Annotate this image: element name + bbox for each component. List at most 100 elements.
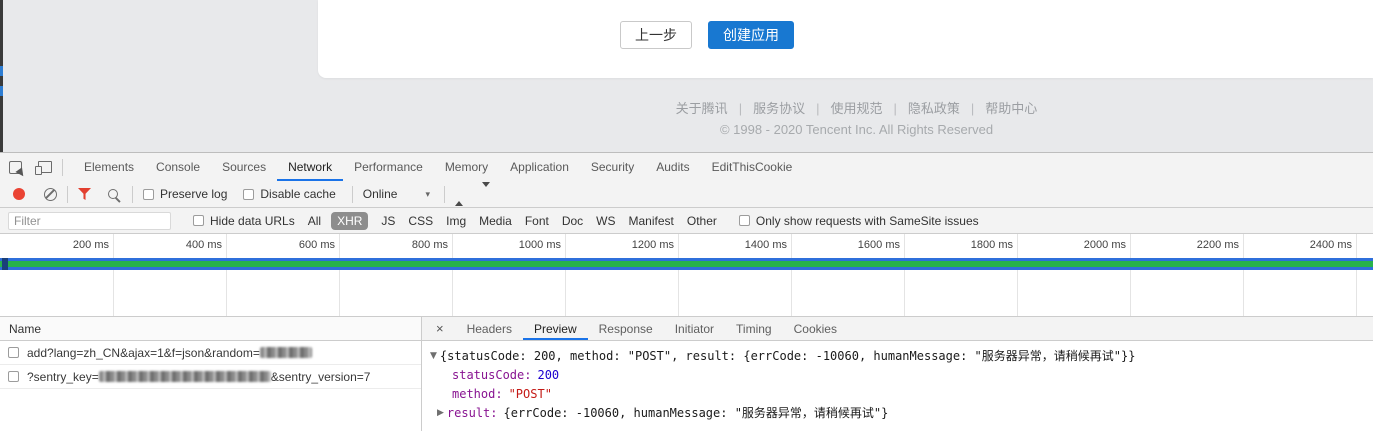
footer-links: 关于腾讯 | 服务协议 | 使用规范 | 隐私政策 | 帮助中心 (340, 98, 1373, 117)
footer-separator: | (816, 101, 820, 116)
preserve-log-checkbox[interactable] (143, 188, 154, 200)
json-field-statuscode: statusCode: 200 (422, 365, 1373, 384)
tab-network[interactable]: Network (277, 153, 343, 181)
divider (132, 185, 133, 203)
preserve-log-option[interactable]: Preserve log (143, 187, 227, 201)
divider (351, 185, 353, 203)
tab-cookies[interactable]: Cookies (793, 321, 837, 336)
search-icon[interactable] (108, 189, 118, 199)
timeline-gridline (1017, 234, 1018, 316)
request-row-add[interactable]: add?lang=zh_CN&ajax=1&f=json&random= (0, 341, 421, 365)
import-har-icon[interactable] (454, 187, 466, 206)
json-field-result: ▶ result: {errCode: -10060, humanMessage… (422, 403, 1373, 422)
tab-security[interactable]: Security (590, 160, 635, 174)
throttling-select[interactable]: Online ▾ (363, 187, 430, 201)
tab-performance[interactable]: Performance (354, 160, 423, 174)
timeline-tick: 1800 ms (970, 239, 1013, 251)
site-footer: 关于腾讯|服务协议|使用规范|隐私政策|帮助中心 © 1998 - 2020 T… (340, 98, 1373, 137)
tab-response[interactable]: Response (598, 321, 653, 336)
page-top-area: 上一步 创建应用 关于腾讯|服务协议|使用规范|隐私政策|帮助中心 © 1998… (0, 0, 1373, 152)
filter-type-js[interactable]: JS (381, 213, 396, 228)
filter-icon[interactable] (78, 188, 91, 200)
wizard-buttons: 上一步 创建应用 (620, 21, 794, 49)
samesite-checkbox[interactable] (738, 215, 750, 226)
triangle-down-icon[interactable]: ▼ (430, 350, 437, 361)
json-string-value: "POST" (508, 386, 552, 401)
divider (62, 158, 63, 176)
disable-cache-option[interactable]: Disable cache (243, 187, 336, 201)
timeline-tick: 2200 ms (1196, 239, 1239, 251)
timeline-tick: 2400 ms (1309, 239, 1352, 251)
filter-type-css[interactable]: CSS (408, 213, 434, 228)
filter-type-img[interactable]: Img (446, 213, 467, 228)
filter-input[interactable] (8, 211, 171, 230)
json-key: result: (446, 405, 498, 420)
content-card (318, 0, 1373, 78)
disable-cache-checkbox[interactable] (243, 188, 255, 200)
request-row-sentry[interactable]: ?sentry_key=&sentry_version=7 (0, 365, 421, 389)
filter-type-other[interactable]: Other (686, 213, 717, 228)
tab-application[interactable]: Application (510, 160, 569, 174)
triangle-right-icon[interactable]: ▶ (437, 407, 444, 418)
footer-link-terms[interactable]: 服务协议 (753, 101, 806, 116)
devtools-panel: Elements Console Sources Network Perform… (0, 152, 1373, 431)
hide-data-urls-checkbox[interactable] (193, 215, 204, 226)
request-details-panel: × Headers Preview Response Initiator Tim… (421, 317, 1373, 431)
tab-headers[interactable]: Headers (466, 321, 512, 336)
filter-type-ws[interactable]: WS (596, 213, 616, 228)
network-toolbar: Preserve log Disable cache Online ▾ (0, 181, 1373, 208)
tab-editthiscookie[interactable]: EditThisCookie (711, 160, 793, 174)
preserve-log-label: Preserve log (160, 187, 228, 201)
details-tabbar: × Headers Preview Response Initiator Tim… (422, 317, 1373, 341)
footer-link-about[interactable]: 关于腾讯 (675, 101, 728, 116)
tab-timing[interactable]: Timing (736, 321, 772, 336)
footer-separator: | (893, 101, 897, 116)
samesite-option[interactable]: Only show requests with SameSite issues (738, 214, 979, 228)
create-app-button[interactable]: 创建应用 (708, 21, 794, 49)
hide-data-urls-option[interactable]: Hide data URLs (193, 214, 295, 228)
divider (67, 185, 68, 203)
timeline-gridline (226, 234, 227, 316)
device-inner-icon (35, 166, 42, 175)
tab-audits[interactable]: Audits (656, 160, 690, 174)
throttling-value: Online (362, 187, 398, 201)
request-checkbox[interactable] (8, 347, 19, 358)
timeline-tick: 1200 ms (631, 239, 674, 251)
inspect-element-icon[interactable] (9, 160, 27, 179)
name-column-header[interactable]: Name (0, 317, 421, 341)
timeline-gridline (1243, 234, 1244, 316)
clear-icon[interactable] (44, 187, 57, 201)
filter-type-manifest[interactable]: Manifest (628, 213, 674, 228)
export-har-icon[interactable] (481, 182, 493, 201)
overview-band[interactable] (0, 258, 1373, 270)
footer-link-usage[interactable]: 使用规范 (830, 101, 883, 116)
footer-separator: | (970, 101, 975, 116)
footer-link-privacy[interactable]: 隐私政策 (907, 101, 960, 116)
filter-type-all[interactable]: All (307, 213, 322, 228)
tab-sources[interactable]: Sources (222, 160, 267, 174)
tab-console[interactable]: Console (156, 160, 201, 174)
devtools-tool-icons (0, 153, 52, 181)
footer-link-help[interactable]: 帮助中心 (985, 101, 1038, 116)
json-key: method: (452, 386, 503, 401)
tab-elements[interactable]: Elements (84, 160, 135, 174)
close-icon[interactable]: × (436, 321, 444, 336)
divider (443, 185, 445, 203)
filter-type-media[interactable]: Media (479, 213, 512, 228)
chevron-down-icon: ▾ (425, 188, 430, 199)
prev-step-button[interactable]: 上一步 (620, 21, 692, 49)
footer-separator: | (738, 101, 743, 116)
tab-memory[interactable]: Memory (444, 160, 489, 174)
filter-type-xhr[interactable]: XHR (331, 211, 369, 230)
record-icon[interactable] (13, 188, 25, 200)
edge-accent (0, 66, 3, 76)
json-field-method: method: "POST" (422, 384, 1373, 403)
tab-preview[interactable]: Preview (523, 317, 588, 340)
filter-type-font[interactable]: Font (524, 213, 549, 228)
filter-type-doc[interactable]: Doc (561, 213, 584, 228)
device-toolbar-icon[interactable] (35, 161, 52, 175)
timeline-tick: 1000 ms (518, 239, 561, 251)
network-filterbar: Hide data URLs All XHR JS CSS Img Media … (0, 208, 1373, 234)
tab-initiator[interactable]: Initiator (674, 321, 715, 336)
request-checkbox[interactable] (8, 371, 19, 382)
